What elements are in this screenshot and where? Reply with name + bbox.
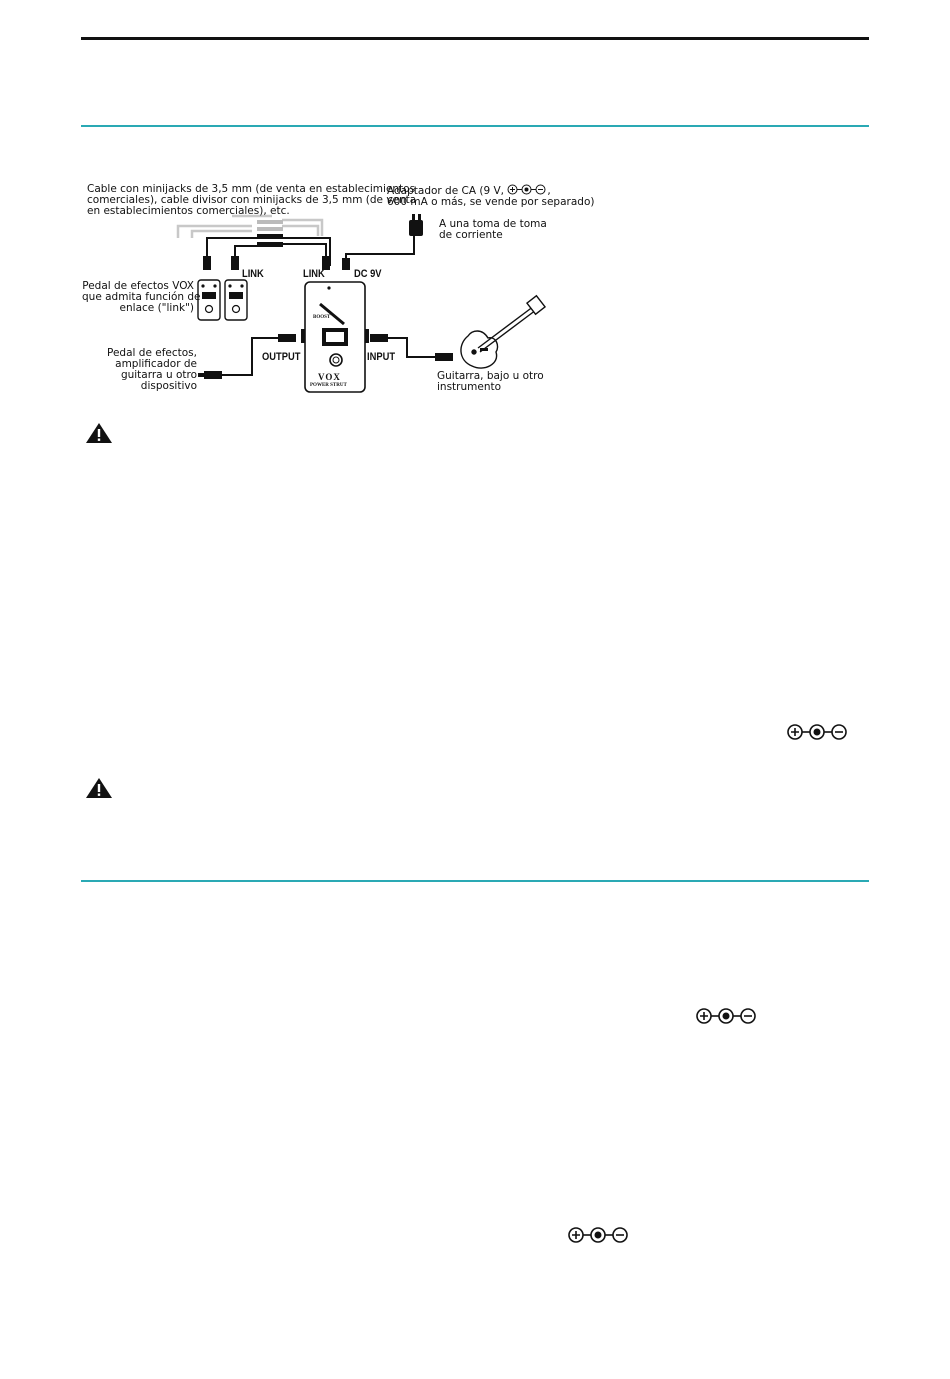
- dc-polarity-icon: [568, 1227, 628, 1243]
- dc-polarity-icon: [507, 184, 546, 195]
- adapter-label: Adaptador de CA (9 V, , 600 mA o más, se…: [387, 184, 595, 208]
- pedal-brand: VOX: [318, 372, 341, 382]
- guitar-label: Guitarra, bajo u otro instrumento: [437, 370, 544, 393]
- dc-polarity-icon: [787, 724, 847, 740]
- warning-triangle-icon: [86, 423, 112, 443]
- vox-pedal-label: Pedal de efectos VOX que admita función …: [82, 280, 201, 314]
- jack-label-link-right: LINK: [303, 268, 325, 280]
- top-rule: [81, 37, 869, 40]
- diagram-artwork: [176, 214, 547, 393]
- outlet-label: A una toma de toma de corriente: [439, 218, 547, 241]
- pedal-knob-label: BOOST: [313, 315, 331, 320]
- jack-label-dc: DC 9V: [354, 268, 382, 280]
- main-pedal: [301, 281, 369, 393]
- connection-diagram: Cable con minijacks de 3,5 mm (de venta …: [82, 176, 594, 398]
- guitar-illustration: [460, 294, 547, 369]
- jack-label-link-left: LINK: [242, 268, 264, 280]
- section-divider: [81, 125, 869, 127]
- output-device-label: Pedal de efectos, amplificador de guitar…: [107, 347, 197, 392]
- vox-link-pedals: [197, 279, 248, 321]
- warning-triangle-icon: [86, 778, 112, 798]
- dc-polarity-icon: [696, 1008, 756, 1024]
- jack-label-output: OUTPUT: [262, 351, 301, 363]
- jack-label-input: INPUT: [367, 351, 396, 363]
- cable-label: Cable con minijacks de 3,5 mm (de venta …: [87, 183, 417, 217]
- section-divider: [81, 880, 869, 882]
- pedal-name: POWER STRUT: [310, 383, 347, 388]
